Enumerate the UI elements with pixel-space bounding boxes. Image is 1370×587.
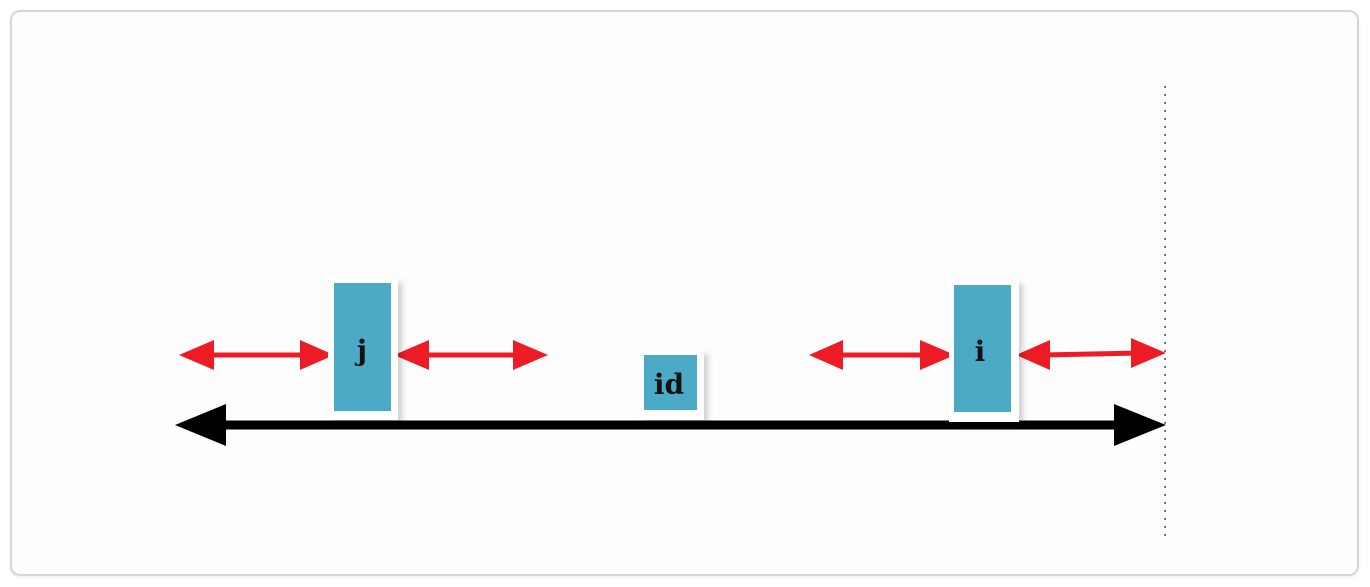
- box-i-label: i: [975, 335, 986, 368]
- red-arrow-left-of-j: [179, 340, 334, 370]
- diagram-frame: [10, 10, 1359, 576]
- red-arrow-left-of-i: [809, 340, 955, 370]
- box-id: id: [639, 350, 704, 420]
- box-id-label: id: [654, 368, 684, 401]
- red-arrow-right-of-j: [394, 340, 548, 370]
- box-j: j: [328, 278, 398, 420]
- axis-right-arrowhead: [1114, 404, 1166, 446]
- axis-left-arrowhead: [175, 404, 226, 446]
- red-arrow-right-of-i: [1016, 338, 1166, 370]
- box-i: i: [949, 280, 1019, 422]
- axis-double-arrow: [175, 404, 1166, 446]
- box-j-label: j: [354, 334, 367, 367]
